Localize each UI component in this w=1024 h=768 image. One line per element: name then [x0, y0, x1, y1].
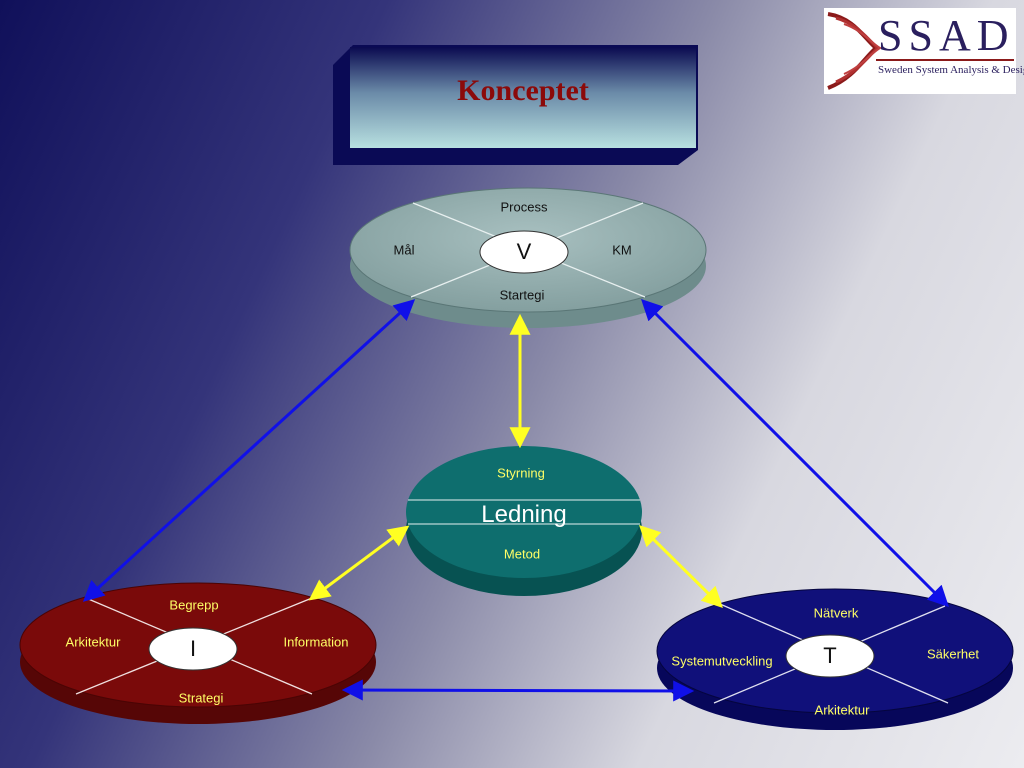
i-label-left: Arkitektur — [65, 634, 121, 650]
v-label-bottom: Startegi — [499, 287, 545, 303]
t-label-right: Säkerhet — [926, 646, 980, 662]
v-label-left: Mål — [393, 242, 415, 258]
t-label-bottom: Arkitektur — [814, 702, 870, 718]
t-disc — [656, 588, 1014, 730]
logo-name: SSAD — [878, 11, 1015, 60]
v-disc — [349, 187, 707, 328]
page-title: Konceptet — [457, 74, 589, 107]
logo-tagline: Sweden System Analysis & Design — [878, 64, 1024, 76]
ledning-label-bottom: Metod — [503, 546, 541, 562]
v-center-label: V — [516, 239, 532, 264]
t-center-label: T — [823, 643, 837, 668]
t-label-left: Systemutveckling — [671, 653, 773, 669]
ledning-center-label: Ledning — [481, 501, 567, 528]
title-box — [333, 45, 698, 165]
t-label-top: Nätverk — [813, 605, 859, 621]
arrow-i-t — [341, 679, 695, 702]
arrow-v-i — [82, 299, 416, 602]
v-label-right: KM — [612, 242, 632, 258]
i-label-top: Begrepp — [169, 597, 219, 613]
ledning-label-top: Styrning — [497, 465, 545, 481]
i-center-label: I — [189, 636, 197, 661]
arrow-v-t — [641, 299, 949, 607]
ssad-logo: SSAD Sweden System Analysis & Design — [824, 8, 1024, 94]
i-label-right: Information — [283, 634, 349, 650]
i-label-bottom: Strategi — [178, 690, 224, 706]
arrow-ledning-i — [308, 525, 410, 601]
logo-swoosh-icon — [827, 12, 1014, 90]
i-disc — [19, 582, 377, 724]
arrow-ledning-t — [639, 525, 723, 608]
ledning-disc — [406, 446, 642, 596]
v-label-top: Process — [500, 199, 548, 215]
